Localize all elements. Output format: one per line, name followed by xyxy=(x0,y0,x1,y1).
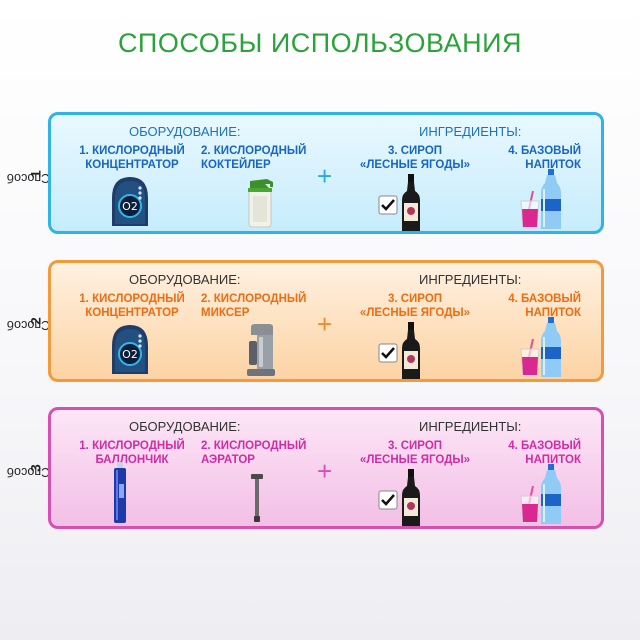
juice-glass-icon xyxy=(520,191,540,229)
ingredients-header: ИНГРЕДИЕНТЫ: xyxy=(419,124,522,139)
item-label-3: 3. СИРОП«ЛЕСНЫЕ ЯГОДЫ» xyxy=(359,293,471,319)
equipment-header: ОБОРУДОВАНИЕ: xyxy=(129,272,241,287)
ingredients-header: ИНГРЕДИЕНТЫ: xyxy=(419,272,522,287)
page-title: СПОСОБЫ ИСПОЛЬЗОВАНИЯ xyxy=(117,28,523,58)
oxygen-concentrator-icon: O2 xyxy=(112,177,148,226)
oxygen-concentrator-icon: O2 xyxy=(112,325,148,374)
oxygen-spray-can-icon xyxy=(114,462,126,523)
method-panel-2: ОБОРУДОВАНИЕ: ИНГРЕДИЕНТЫ: 1. КИСЛОРОДНЫ… xyxy=(48,260,604,382)
oxygen-mixer-icon xyxy=(247,324,275,376)
water-bottle-icon xyxy=(541,169,561,229)
water-bottle-icon xyxy=(541,317,561,377)
juice-glass-icon xyxy=(520,339,540,377)
juice-glass-icon xyxy=(520,486,540,524)
oxygen-aerator-icon xyxy=(251,474,263,522)
syrup-bottle-icon xyxy=(402,322,420,379)
plus-icon: + xyxy=(317,309,333,339)
item-label-3: 3. СИРОП«ЛЕСНЫЕ ЯГОДЫ» xyxy=(359,440,471,466)
syrup-bottle-icon xyxy=(402,174,420,231)
equipment-header: ОБОРУДОВАНИЕ: xyxy=(129,419,241,434)
plus-icon: + xyxy=(317,161,333,191)
checkbox-icon xyxy=(378,195,398,215)
water-bottle-icon xyxy=(541,464,561,524)
equipment-header: ОБОРУДОВАНИЕ: xyxy=(129,124,241,139)
oxygen-cocktailer-icon xyxy=(248,179,273,228)
svg-text:O2: O2 xyxy=(122,348,138,361)
checkbox-icon xyxy=(378,343,398,363)
item-label-3: 3. СИРОП«ЛЕСНЫЕ ЯГОДЫ» xyxy=(359,145,471,171)
method-panel-1: ОБОРУДОВАНИЕ: ИНГРЕДИЕНТЫ: 1. КИСЛОРОДНЫ… xyxy=(48,112,604,234)
method-panel-3: ОБОРУДОВАНИЕ: ИНГРЕДИЕНТЫ: 1. КИСЛОРОДНЫ… xyxy=(48,407,604,529)
svg-text:O2: O2 xyxy=(122,200,138,213)
syrup-bottle-icon xyxy=(402,469,420,526)
ingredients-header: ИНГРЕДИЕНТЫ: xyxy=(419,419,522,434)
checkbox-icon xyxy=(378,490,398,510)
plus-icon: + xyxy=(317,456,333,486)
